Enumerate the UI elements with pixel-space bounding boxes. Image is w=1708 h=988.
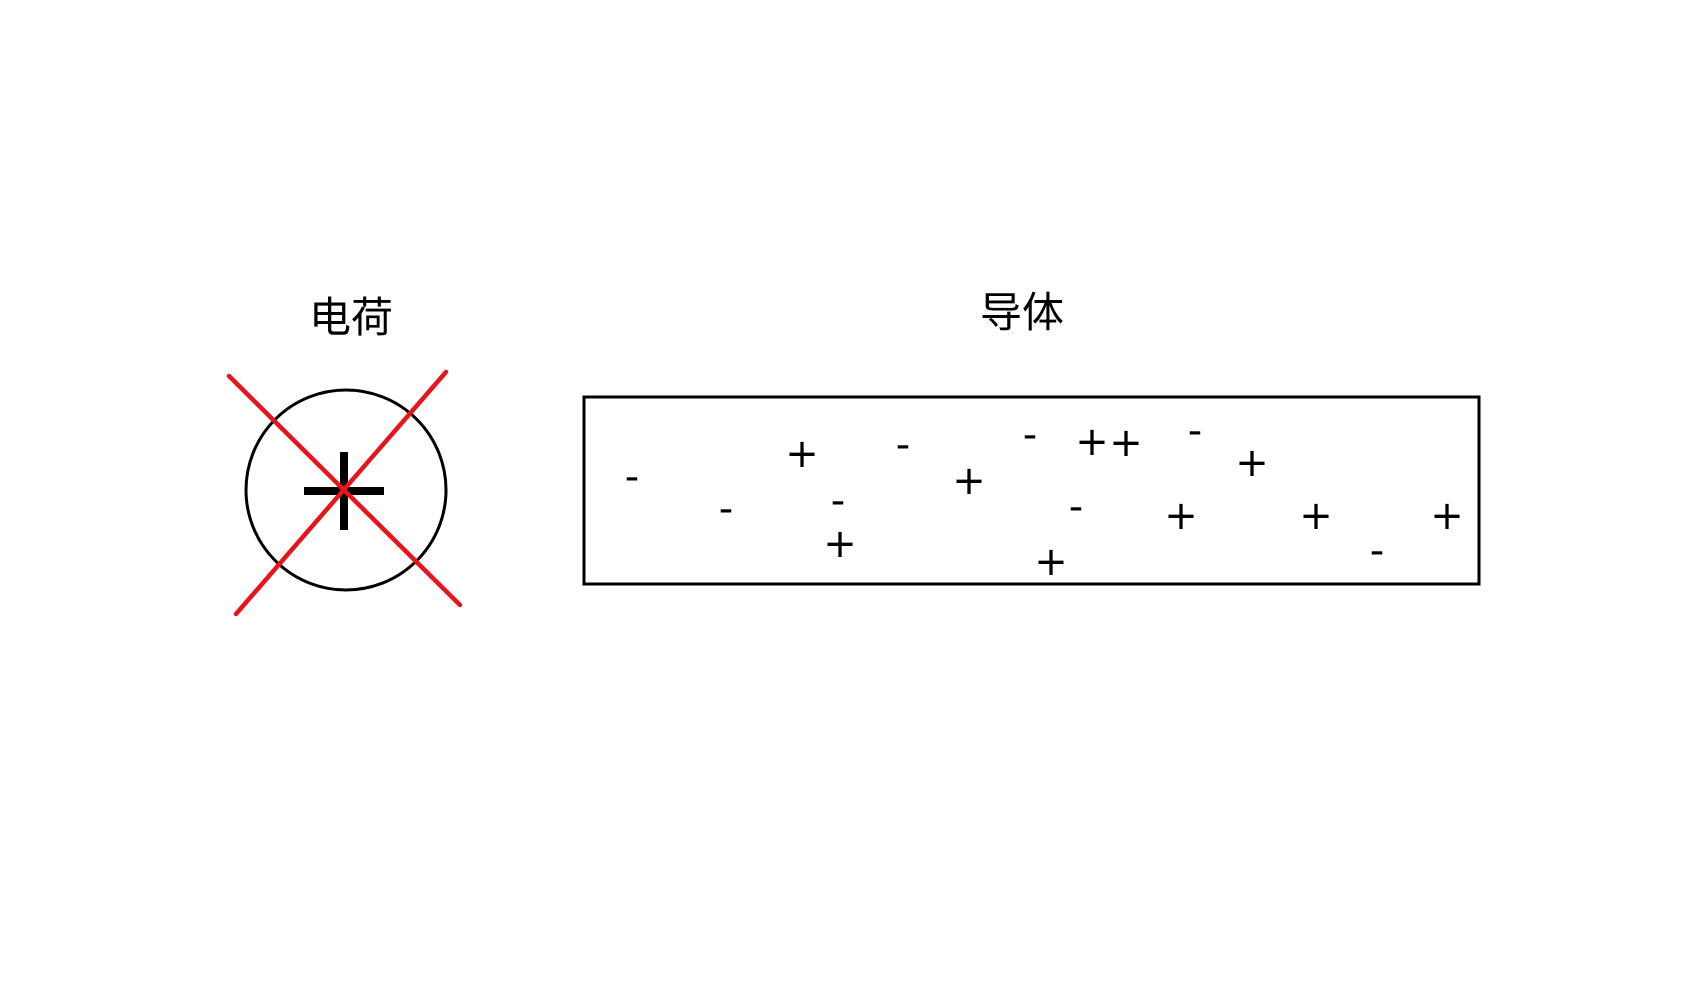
point-charge bbox=[226, 369, 463, 617]
negative-charge-sign: - bbox=[1370, 528, 1384, 574]
negative-charge-sign: - bbox=[1069, 484, 1083, 530]
positive-charge-sign: + bbox=[1235, 440, 1269, 486]
positive-charge-sign: + bbox=[1109, 420, 1143, 466]
negative-charge-sign: - bbox=[719, 486, 733, 532]
cross-out-icon bbox=[226, 369, 463, 617]
conductor-label: 导体 bbox=[980, 288, 1064, 337]
positive-charge-sign: + bbox=[1075, 419, 1109, 465]
conductor-box bbox=[582, 395, 1481, 586]
negative-charge-sign: - bbox=[1023, 412, 1037, 458]
negative-charge-sign: - bbox=[896, 422, 910, 468]
negative-charge-sign: - bbox=[831, 478, 845, 524]
negative-charge-sign: - bbox=[625, 454, 639, 500]
positive-charge-sign: + bbox=[1430, 493, 1464, 539]
negative-charge-sign: - bbox=[1188, 408, 1202, 454]
conductor-charges: -+--+-+-+-+-++++-+ bbox=[625, 408, 1464, 585]
charge-label: 电荷 bbox=[309, 293, 393, 342]
positive-charge-sign: + bbox=[1034, 539, 1068, 585]
positive-charge-sign: + bbox=[785, 431, 819, 477]
positive-charge-sign: + bbox=[823, 521, 857, 567]
positive-charge-sign: + bbox=[952, 458, 986, 504]
positive-charge-sign: + bbox=[1164, 493, 1198, 539]
charge-circle bbox=[244, 388, 448, 592]
positive-charge-sign: + bbox=[1299, 493, 1333, 539]
